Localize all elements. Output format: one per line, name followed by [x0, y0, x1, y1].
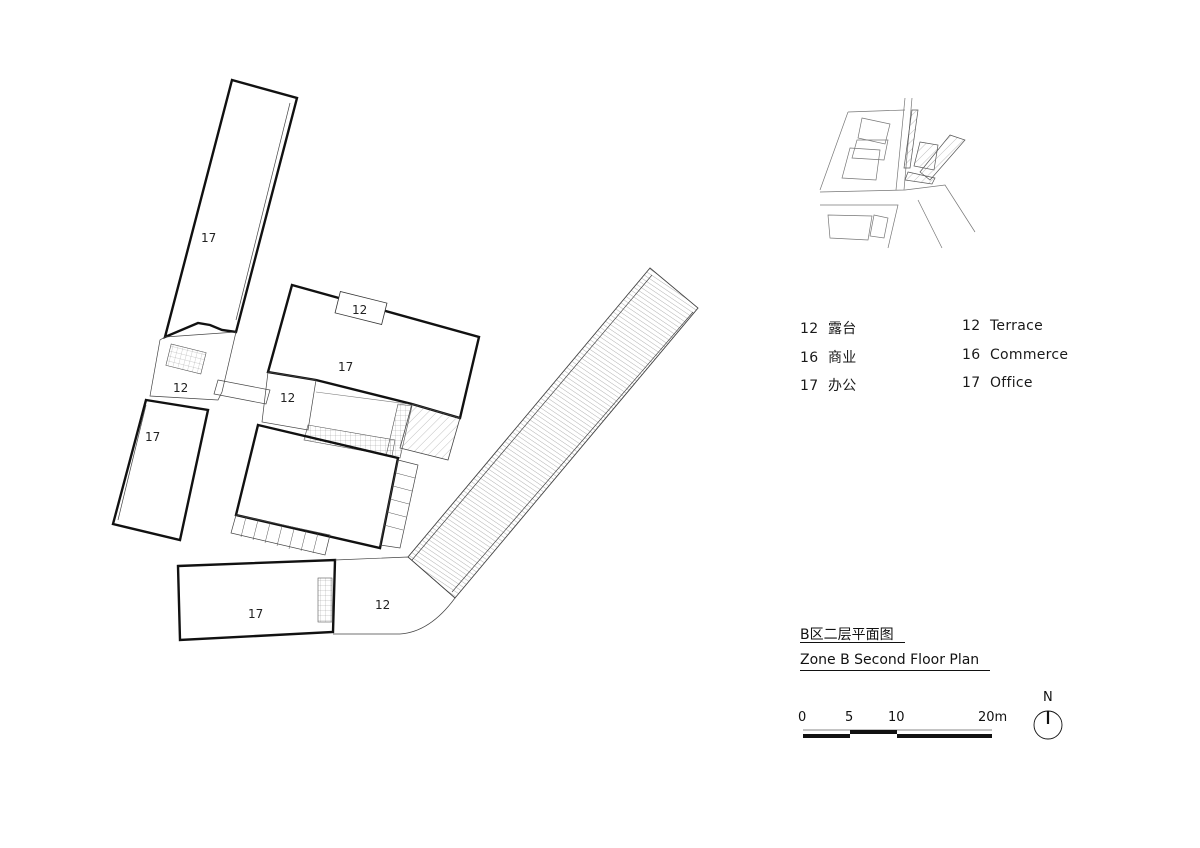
room-label-office-center: 17 — [338, 360, 353, 374]
title-en-underline — [800, 670, 990, 671]
legend-item-terrace-en: 12 Terrace — [962, 318, 1043, 334]
scale-label-5: 5 — [845, 710, 854, 725]
legend-cn: 办公 — [827, 378, 857, 394]
legend-cn: 露台 — [827, 321, 857, 337]
legend-item-office-en: 17 Office — [962, 375, 1033, 391]
legend-num: 16 — [800, 350, 819, 366]
center-lower-block — [230, 423, 419, 556]
legend-item-commerce: 16 商业 — [800, 347, 857, 367]
legend-num: 17 — [962, 375, 981, 391]
legend-item-terrace: 12 露台 — [800, 318, 857, 338]
title-cn-underline — [800, 642, 905, 643]
west-wing — [111, 398, 210, 542]
scale-label-20m: 20m — [978, 710, 1008, 725]
legend-en: Office — [989, 375, 1033, 391]
drawing-title-cn: B区二层平面图 — [800, 627, 894, 643]
north-arrow-icon — [1033, 710, 1063, 740]
south-block — [176, 556, 456, 642]
legend-num: 12 — [800, 321, 819, 337]
legend-num: 16 — [962, 347, 981, 363]
room-label-terrace-corner: 12 — [375, 598, 390, 612]
room-label-terrace-stair: 12 — [173, 381, 188, 395]
scale-label-0: 0 — [798, 710, 807, 725]
scale-label-10: 10 — [888, 710, 905, 725]
scale-bar — [803, 729, 992, 738]
room-label-office-south: 17 — [248, 607, 263, 621]
north-label: N — [1043, 690, 1053, 705]
legend-cn: 商业 — [827, 350, 857, 366]
site-key-plan — [819, 97, 976, 249]
drawing-title-en: Zone B Second Floor Plan — [800, 652, 980, 668]
bridge — [213, 379, 271, 405]
legend-num: 12 — [962, 318, 981, 334]
room-label-office-west: 17 — [145, 430, 160, 444]
legend-item-commerce-en: 16 Commerce — [962, 347, 1068, 363]
room-label-terrace-top: 12 — [352, 303, 367, 317]
legend-en: Terrace — [989, 318, 1043, 334]
room-label-office-north: 17 — [201, 231, 216, 245]
center-upper-block — [261, 283, 481, 461]
north-wing — [149, 78, 299, 401]
room-label-terrace-bridge: 12 — [280, 391, 295, 405]
legend-num: 17 — [800, 378, 819, 394]
legend-item-office: 17 办公 — [800, 375, 857, 395]
legend-en: Commerce — [989, 347, 1069, 363]
